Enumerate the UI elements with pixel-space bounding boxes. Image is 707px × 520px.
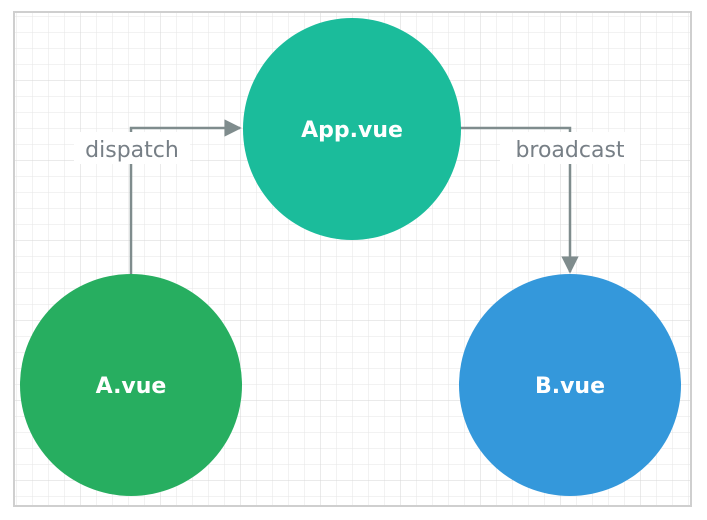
node-a-vue-label: A.vue: [96, 374, 167, 399]
node-app-vue-circle: [243, 18, 461, 240]
broadcast-connector: [460, 126, 579, 274]
node-b-vue-label: B.vue: [535, 374, 605, 399]
broadcast-label-bg: [500, 132, 640, 164]
node-b-vue: B.vue: [459, 274, 681, 496]
dispatch-connector: [129, 119, 242, 276]
node-a-vue: A.vue: [20, 274, 242, 496]
node-b-vue-circle: [459, 274, 681, 496]
dispatch-label-bg: [74, 132, 190, 164]
node-app-vue-label: App.vue: [301, 118, 403, 143]
node-app-vue: App.vue: [243, 18, 461, 240]
broadcast-label: broadcast: [515, 138, 624, 163]
diagram-frame: [13, 11, 692, 507]
dispatch-label: dispatch: [85, 138, 179, 163]
node-a-vue-circle: [20, 274, 242, 496]
